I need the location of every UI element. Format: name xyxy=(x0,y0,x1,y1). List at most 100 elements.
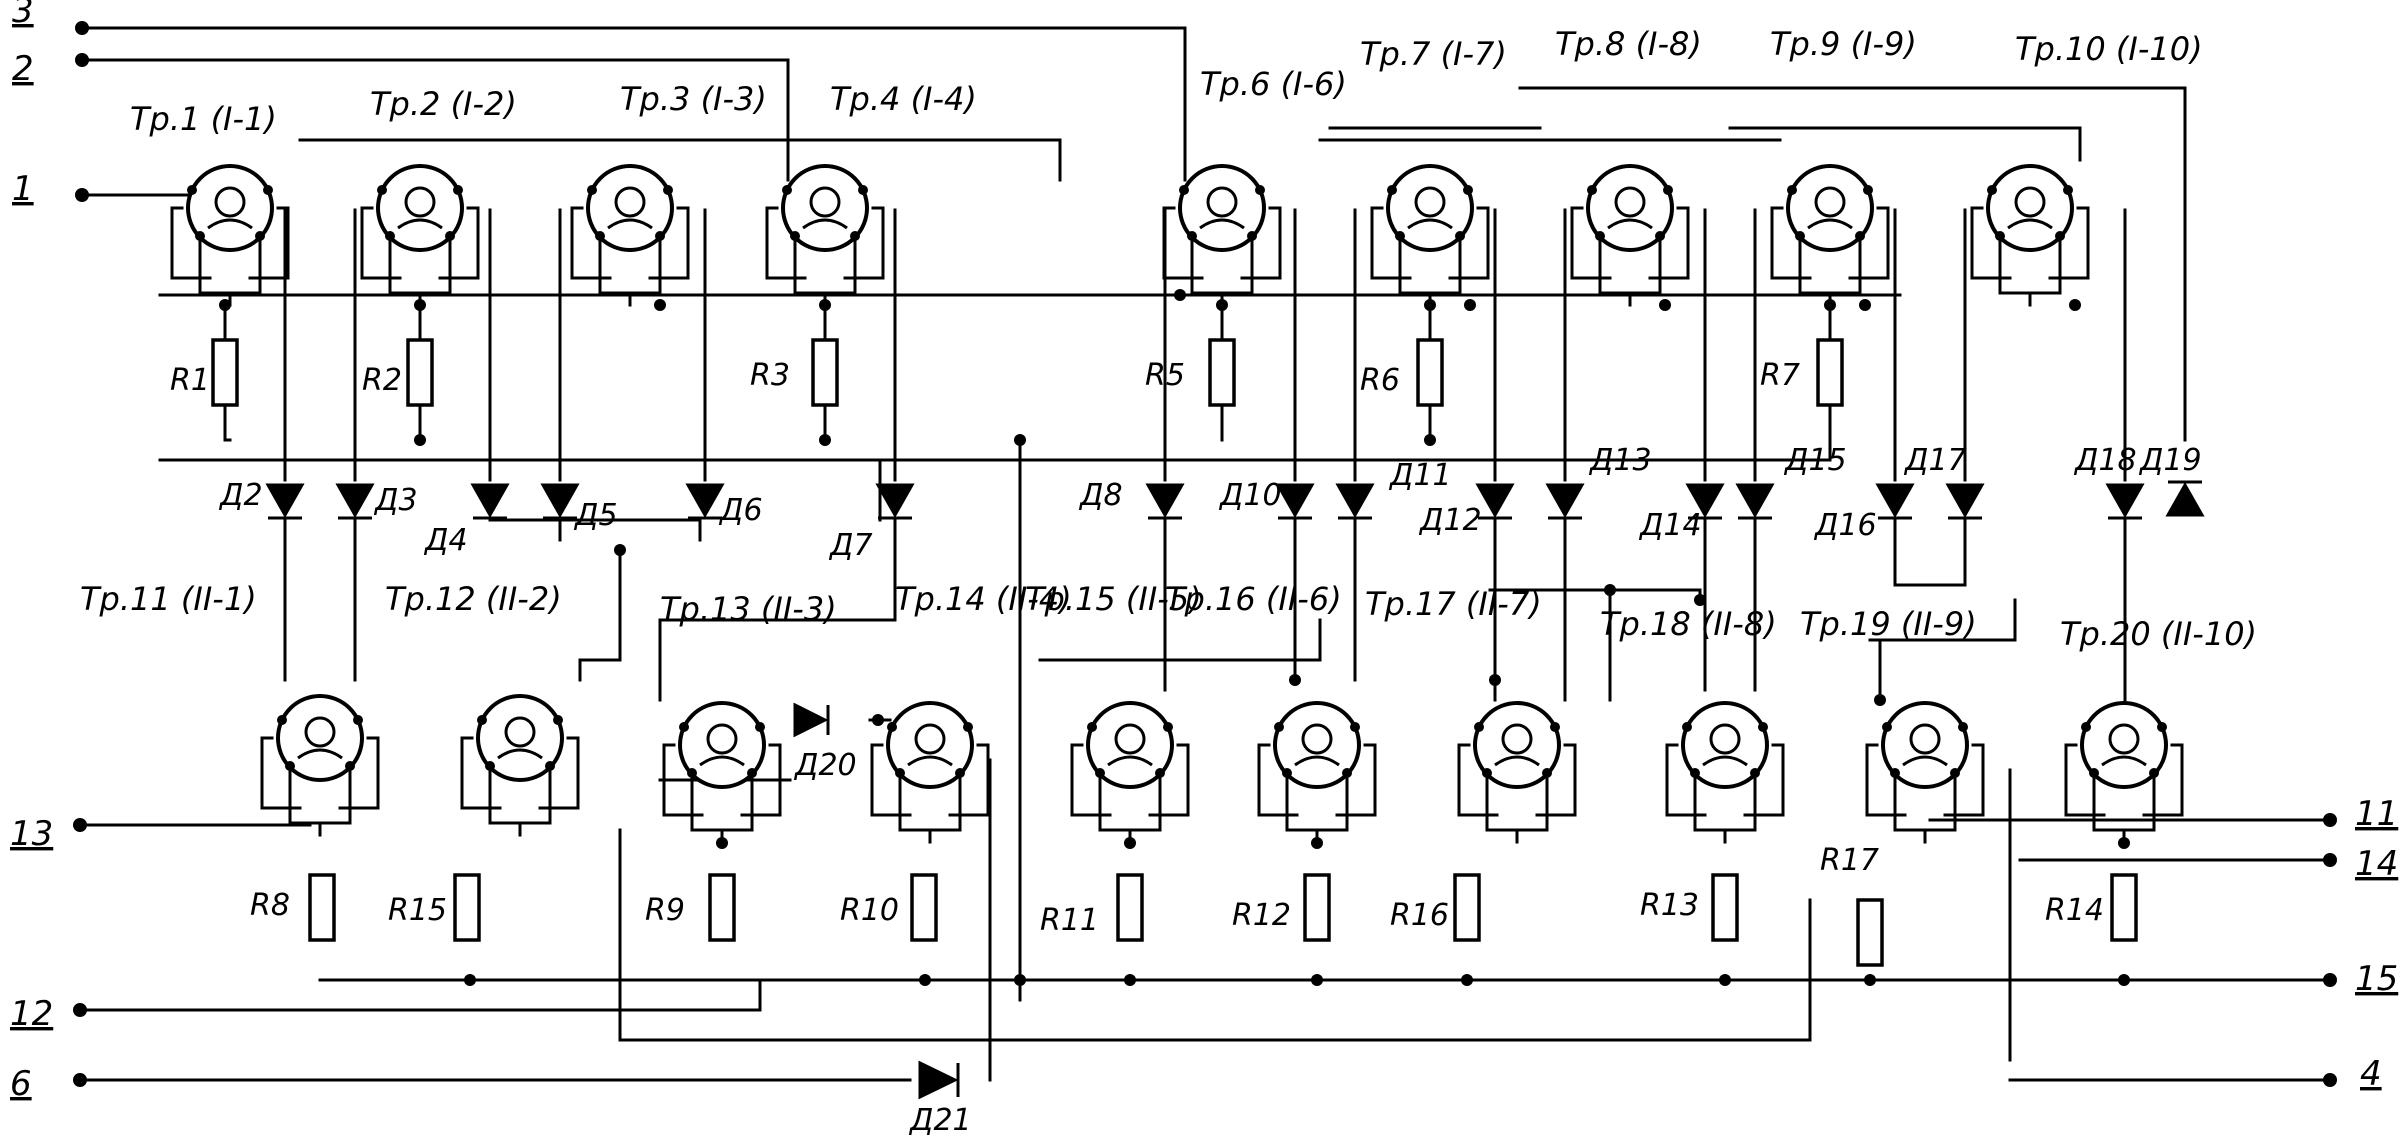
tr4-window xyxy=(809,186,841,218)
tr17-winding xyxy=(1494,755,1540,767)
resistor-r11-label: R11 xyxy=(1040,903,1099,938)
diode-d12-label: Д12 xyxy=(1418,503,1482,538)
transformer-tr2 xyxy=(360,164,480,307)
tr8-pin-2 xyxy=(1663,185,1673,195)
tr19-label: Тр.19 (II-9) xyxy=(1800,605,1977,643)
tr3-pin-1 xyxy=(587,185,597,195)
terminal-14: 14 xyxy=(2323,844,2398,884)
diode-d18-label: Д18 xyxy=(2073,443,2137,478)
tr19-winding xyxy=(1902,755,1948,767)
terminal-11: 11 xyxy=(2323,794,2398,834)
tr2-window xyxy=(404,186,436,218)
tr8-winding xyxy=(1607,218,1653,230)
tr12-pin-2 xyxy=(553,715,563,725)
tr14-pin-4 xyxy=(955,768,965,778)
tr1-window xyxy=(214,186,246,218)
resistor-r15-label: R15 xyxy=(388,893,447,928)
resistor-r10: R10 xyxy=(840,873,938,942)
terminal-4: 4 xyxy=(2323,1054,2382,1094)
transformer-tr4 xyxy=(765,164,885,307)
tr17-pin-3 xyxy=(1482,768,1492,778)
tr11-pin-3 xyxy=(285,761,295,771)
transformer-tr7 xyxy=(1370,164,1490,307)
tr6-pin-4 xyxy=(1247,231,1257,241)
diode-d14-label: Д14 xyxy=(1638,508,1702,543)
tr6-winding xyxy=(1199,218,1245,230)
transformer-labels: Тр.1 (I-1) Тр.2 (I-2) Тр.3 (I-3) Тр.4 (I… xyxy=(80,25,2257,653)
tr4-pin-2 xyxy=(858,185,868,195)
tr16-pin-1 xyxy=(1274,722,1284,732)
tr10-pin-2 xyxy=(2063,185,2073,195)
terminal-12: 12 xyxy=(10,994,87,1034)
terminal-2-label: 2 xyxy=(12,49,34,89)
tr1-label: Тр.1 (I-1) xyxy=(130,100,277,138)
tr3-window xyxy=(614,186,646,218)
tr11-pin-4 xyxy=(345,761,355,771)
terminal-11-label: 11 xyxy=(2355,794,2398,834)
tr7-winding xyxy=(1407,218,1453,230)
tr3-winding xyxy=(607,218,653,230)
tr18-pin-1 xyxy=(1682,722,1692,732)
diode-d7: Д7 xyxy=(828,483,915,563)
tr4-pin-3 xyxy=(790,231,800,241)
tr20-pin-2 xyxy=(2157,722,2167,732)
tr10-window xyxy=(2014,186,2046,218)
tr10-pin-4 xyxy=(2055,231,2065,241)
diode-d11-label: Д11 xyxy=(1388,458,1452,493)
tr16-label: Тр.16 (II-6) xyxy=(1165,580,1342,618)
tr9-winding xyxy=(1807,218,1853,230)
resistor-r10-label: R10 xyxy=(840,893,899,928)
transformer-tr18 xyxy=(1665,701,1785,844)
transformer-tr1 xyxy=(170,164,290,307)
transformer-tr13 xyxy=(662,701,782,844)
tr16-pin-4 xyxy=(1342,768,1352,778)
resistor-r11: R11 xyxy=(1040,873,1144,942)
tr7-pin-2 xyxy=(1463,185,1473,195)
transformer-tr3 xyxy=(570,164,690,307)
diode-d19: Д19 xyxy=(2138,443,2205,517)
diode-d5-label: Д5 xyxy=(573,498,618,533)
tr17-pin-1 xyxy=(1474,722,1484,732)
diode-d21-label: Д21 xyxy=(908,1103,972,1137)
tr7-pin-4 xyxy=(1455,231,1465,241)
tr12-pin-3 xyxy=(485,761,495,771)
tr19-window xyxy=(1909,723,1941,755)
terminal-15: 15 xyxy=(2323,959,2398,999)
tr3-pin-3 xyxy=(595,231,605,241)
diode-d19-label: Д19 xyxy=(2138,443,2202,478)
transformer-tr20 xyxy=(2064,701,2184,844)
resistor-r6: R6 xyxy=(1360,338,1444,407)
tr16-pin-3 xyxy=(1282,768,1292,778)
tr2-pin-2 xyxy=(453,185,463,195)
tr10-label: Тр.10 (I-10) xyxy=(2015,30,2203,68)
resistor-r2: R2 xyxy=(362,338,434,407)
diode-d15-label: Д15 xyxy=(1783,443,1847,478)
tr14-pin-1 xyxy=(887,722,897,732)
terminal-3: 3 xyxy=(12,0,89,35)
resistor-r7: R7 xyxy=(1760,338,1844,407)
diode-d8: Д8 xyxy=(1078,478,1185,520)
resistor-r14-label: R14 xyxy=(2045,893,2104,928)
tr18-pin-3 xyxy=(1690,768,1700,778)
diode-d7-label: Д7 xyxy=(828,528,873,563)
transformer-tr8 xyxy=(1570,164,1690,307)
terminal-15-label: 15 xyxy=(2355,959,2398,999)
tr18-winding xyxy=(1702,755,1748,767)
tr20-pin-3 xyxy=(2089,768,2099,778)
tr12-label: Тр.12 (II-2) xyxy=(385,580,562,618)
tr1-winding xyxy=(207,218,253,230)
resistor-r9: R9 xyxy=(645,873,736,942)
tr8-window xyxy=(1614,186,1646,218)
tr13-pin-3 xyxy=(687,768,697,778)
tr1-pin-3 xyxy=(195,231,205,241)
tr7-window xyxy=(1414,186,1446,218)
resistor-r12-label: R12 xyxy=(1232,898,1291,933)
tr13-pin-2 xyxy=(755,722,765,732)
tr15-pin-4 xyxy=(1155,768,1165,778)
tr4-pin-4 xyxy=(850,231,860,241)
tr18-window xyxy=(1709,723,1741,755)
tr17-window xyxy=(1501,723,1533,755)
tr11-pin-1 xyxy=(277,715,287,725)
tr8-pin-4 xyxy=(1655,231,1665,241)
